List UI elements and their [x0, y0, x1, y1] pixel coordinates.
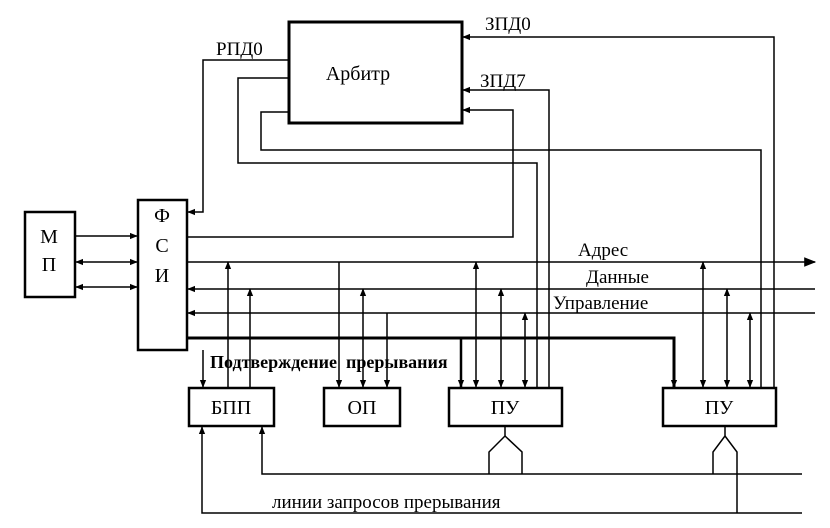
mp-label-2: П: [42, 254, 56, 276]
op-block: ОП: [322, 386, 402, 428]
rpd0-label: РПД0: [216, 39, 263, 60]
bpp-label: БПП: [211, 397, 251, 419]
zpd7-label: ЗПД7: [480, 71, 526, 92]
bpp-block: БПП: [187, 386, 276, 428]
op-label: ОП: [348, 397, 377, 419]
data-bus-label: Данные: [586, 267, 649, 288]
interrupt-request-lines: [198, 426, 802, 514]
fsi-block: Ф С И: [136, 198, 189, 352]
pu-block-1: ПУ: [447, 386, 564, 428]
pu-block-2: ПУ: [661, 386, 778, 428]
arbiter-fsi-links: [187, 59, 762, 387]
fsi-label-3: И: [155, 265, 169, 287]
fsi-label-2: С: [155, 235, 168, 257]
fsi-label-1: Ф: [154, 205, 170, 227]
request-lines: [462, 33, 775, 387]
mp-label-1: М: [40, 226, 58, 248]
bus-taps: [199, 261, 754, 388]
interrupt-ack-label: Подтверждение прерывания: [210, 352, 448, 372]
pu-label-2: ПУ: [705, 397, 734, 419]
address-bus-label: Адрес: [578, 240, 628, 261]
zpd0-label: ЗПД0: [485, 14, 531, 35]
mp-block: М П: [23, 210, 77, 299]
control-bus-label: Управление: [553, 293, 648, 314]
arbiter-label: Арбитр: [326, 63, 390, 85]
pu-label-1: ПУ: [491, 397, 520, 419]
arbiter-block: Арбитр: [287, 20, 464, 125]
mp-fsi-links: [75, 232, 138, 291]
interrupt-requests-label: линии запросов прерывания: [272, 492, 501, 513]
